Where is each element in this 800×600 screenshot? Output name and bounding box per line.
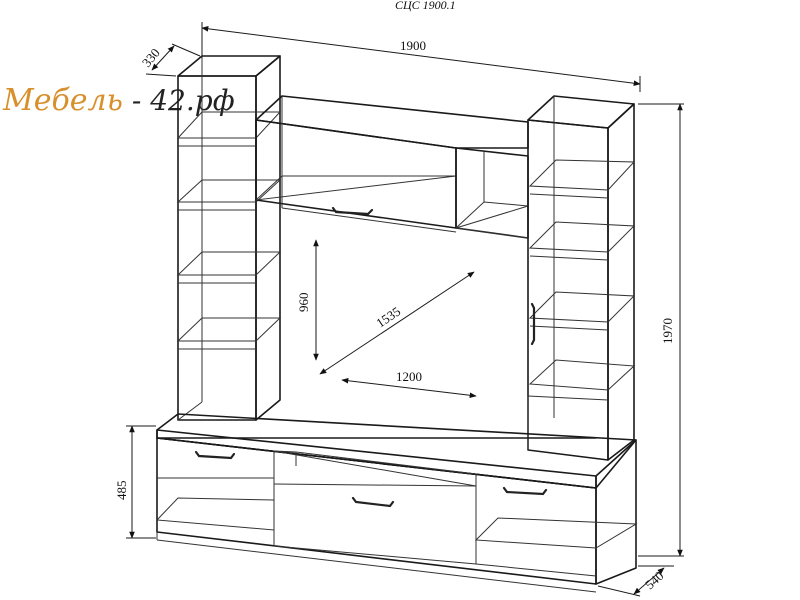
dim-tv-width-label: 1200	[396, 369, 422, 384]
base-left-door-handle[interactable]	[194, 450, 236, 460]
drawing-title: СЦС 1900.1	[395, 0, 456, 12]
dim-width-total: 1900	[201, 22, 641, 92]
svg-text:Мебель - 42.рф: Мебель - 42.рф	[2, 83, 235, 118]
dim-tv-diagonal-label: 1535	[373, 304, 403, 331]
base-center-drawer-handle[interactable]	[351, 496, 395, 508]
dim-base-height: 485	[114, 425, 156, 539]
dim-tv-height: 960	[296, 239, 319, 361]
dim-depth-base-label: 540	[642, 568, 667, 592]
base-tv-stand	[155, 413, 638, 593]
dim-width-total-label: 1900	[400, 38, 426, 53]
dim-depth-base: 540	[597, 565, 674, 597]
brand-logo: Мебель - 42.рф	[2, 83, 235, 118]
right-shelf-column	[527, 95, 636, 461]
base-right-door-handle[interactable]	[502, 486, 548, 496]
brand-name-accent: Мебель	[2, 83, 123, 118]
dim-depth-top: 330	[139, 43, 201, 77]
dim-depth-top-label: 330	[139, 45, 163, 70]
dim-height-total-label: 1970	[660, 318, 675, 344]
right-door-handle[interactable]	[530, 302, 536, 346]
top-drawer-handle[interactable]	[331, 206, 374, 216]
dim-tv-width: 1200	[341, 369, 477, 399]
dim-height-total: 1970	[638, 103, 684, 557]
dim-tv-diagonal: 1535	[319, 271, 475, 375]
dim-tv-height-label: 960	[296, 293, 311, 313]
top-bridge-cabinet	[254, 95, 529, 239]
dim-base-height-label: 485	[114, 481, 129, 501]
